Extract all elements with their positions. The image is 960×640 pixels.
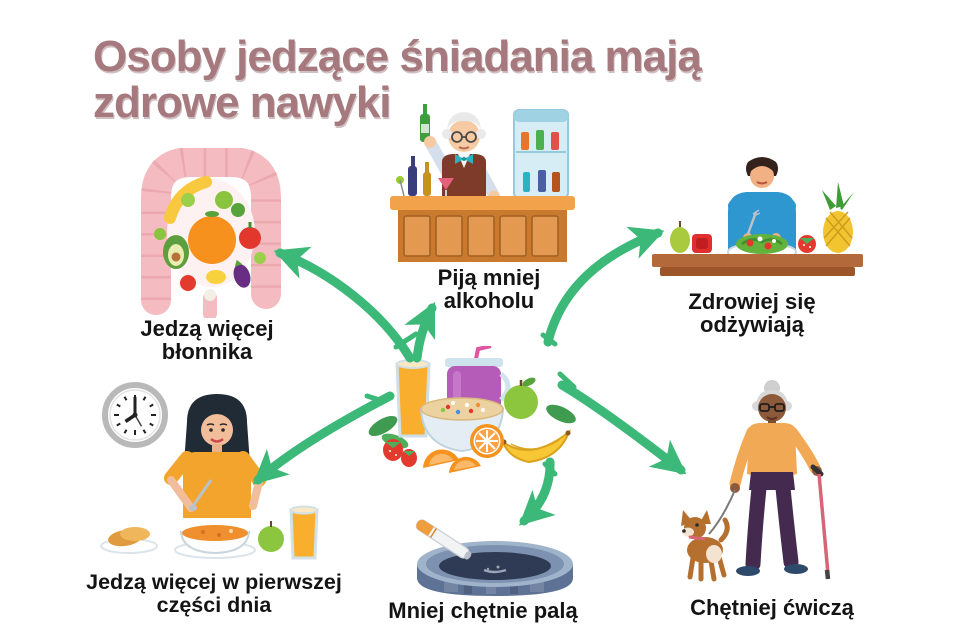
label-healthier-diet: Zdrowiej się odżywiają xyxy=(688,289,816,338)
bar-counter-icon xyxy=(390,196,575,262)
item-less-alcohol xyxy=(390,100,575,262)
counter-bottles-icon xyxy=(396,156,454,197)
label-morning-eating: Jedzą więcej w pierwszej części dnia xyxy=(86,570,342,617)
label-less-smoking: Mniej chętnie palą xyxy=(388,598,578,623)
ashtray-cigarette-icon xyxy=(415,519,573,596)
intestine-with-produce-icon xyxy=(141,148,281,318)
pineapple-icon xyxy=(822,182,854,253)
bartender-icon xyxy=(420,104,500,202)
arrow-to-more-exercise xyxy=(557,380,687,475)
bottle-fridge-icon xyxy=(513,109,569,199)
breakfast-foods-icon xyxy=(368,346,576,473)
walking-cane-icon xyxy=(810,464,831,580)
dog-leash xyxy=(708,489,736,535)
man-eating-salad-icon xyxy=(652,157,863,276)
item-fiber xyxy=(120,148,300,318)
label-less-alcohol: Piją mniej alkoholu xyxy=(437,265,541,314)
page-title: Osoby jedzące śniadania mają zdrowe nawy… xyxy=(93,32,702,127)
dog-icon xyxy=(681,510,730,582)
cigarette-icon xyxy=(415,519,472,560)
clock-icon xyxy=(102,382,168,448)
label-more-exercise: Chętniej ćwiczą xyxy=(690,595,854,620)
bartender-bar-icon xyxy=(390,104,575,262)
woman-breakfast-clock-icon xyxy=(100,382,319,560)
item-more-exercise xyxy=(675,378,860,590)
item-less-smoking xyxy=(400,512,580,604)
label-fiber: Jedzą więcej błonnika xyxy=(140,316,274,365)
item-morning-eating xyxy=(95,382,345,572)
senior-woman-walking-dog-icon xyxy=(681,380,831,582)
item-healthier-diet xyxy=(650,150,865,288)
center-breakfast xyxy=(363,346,578,478)
